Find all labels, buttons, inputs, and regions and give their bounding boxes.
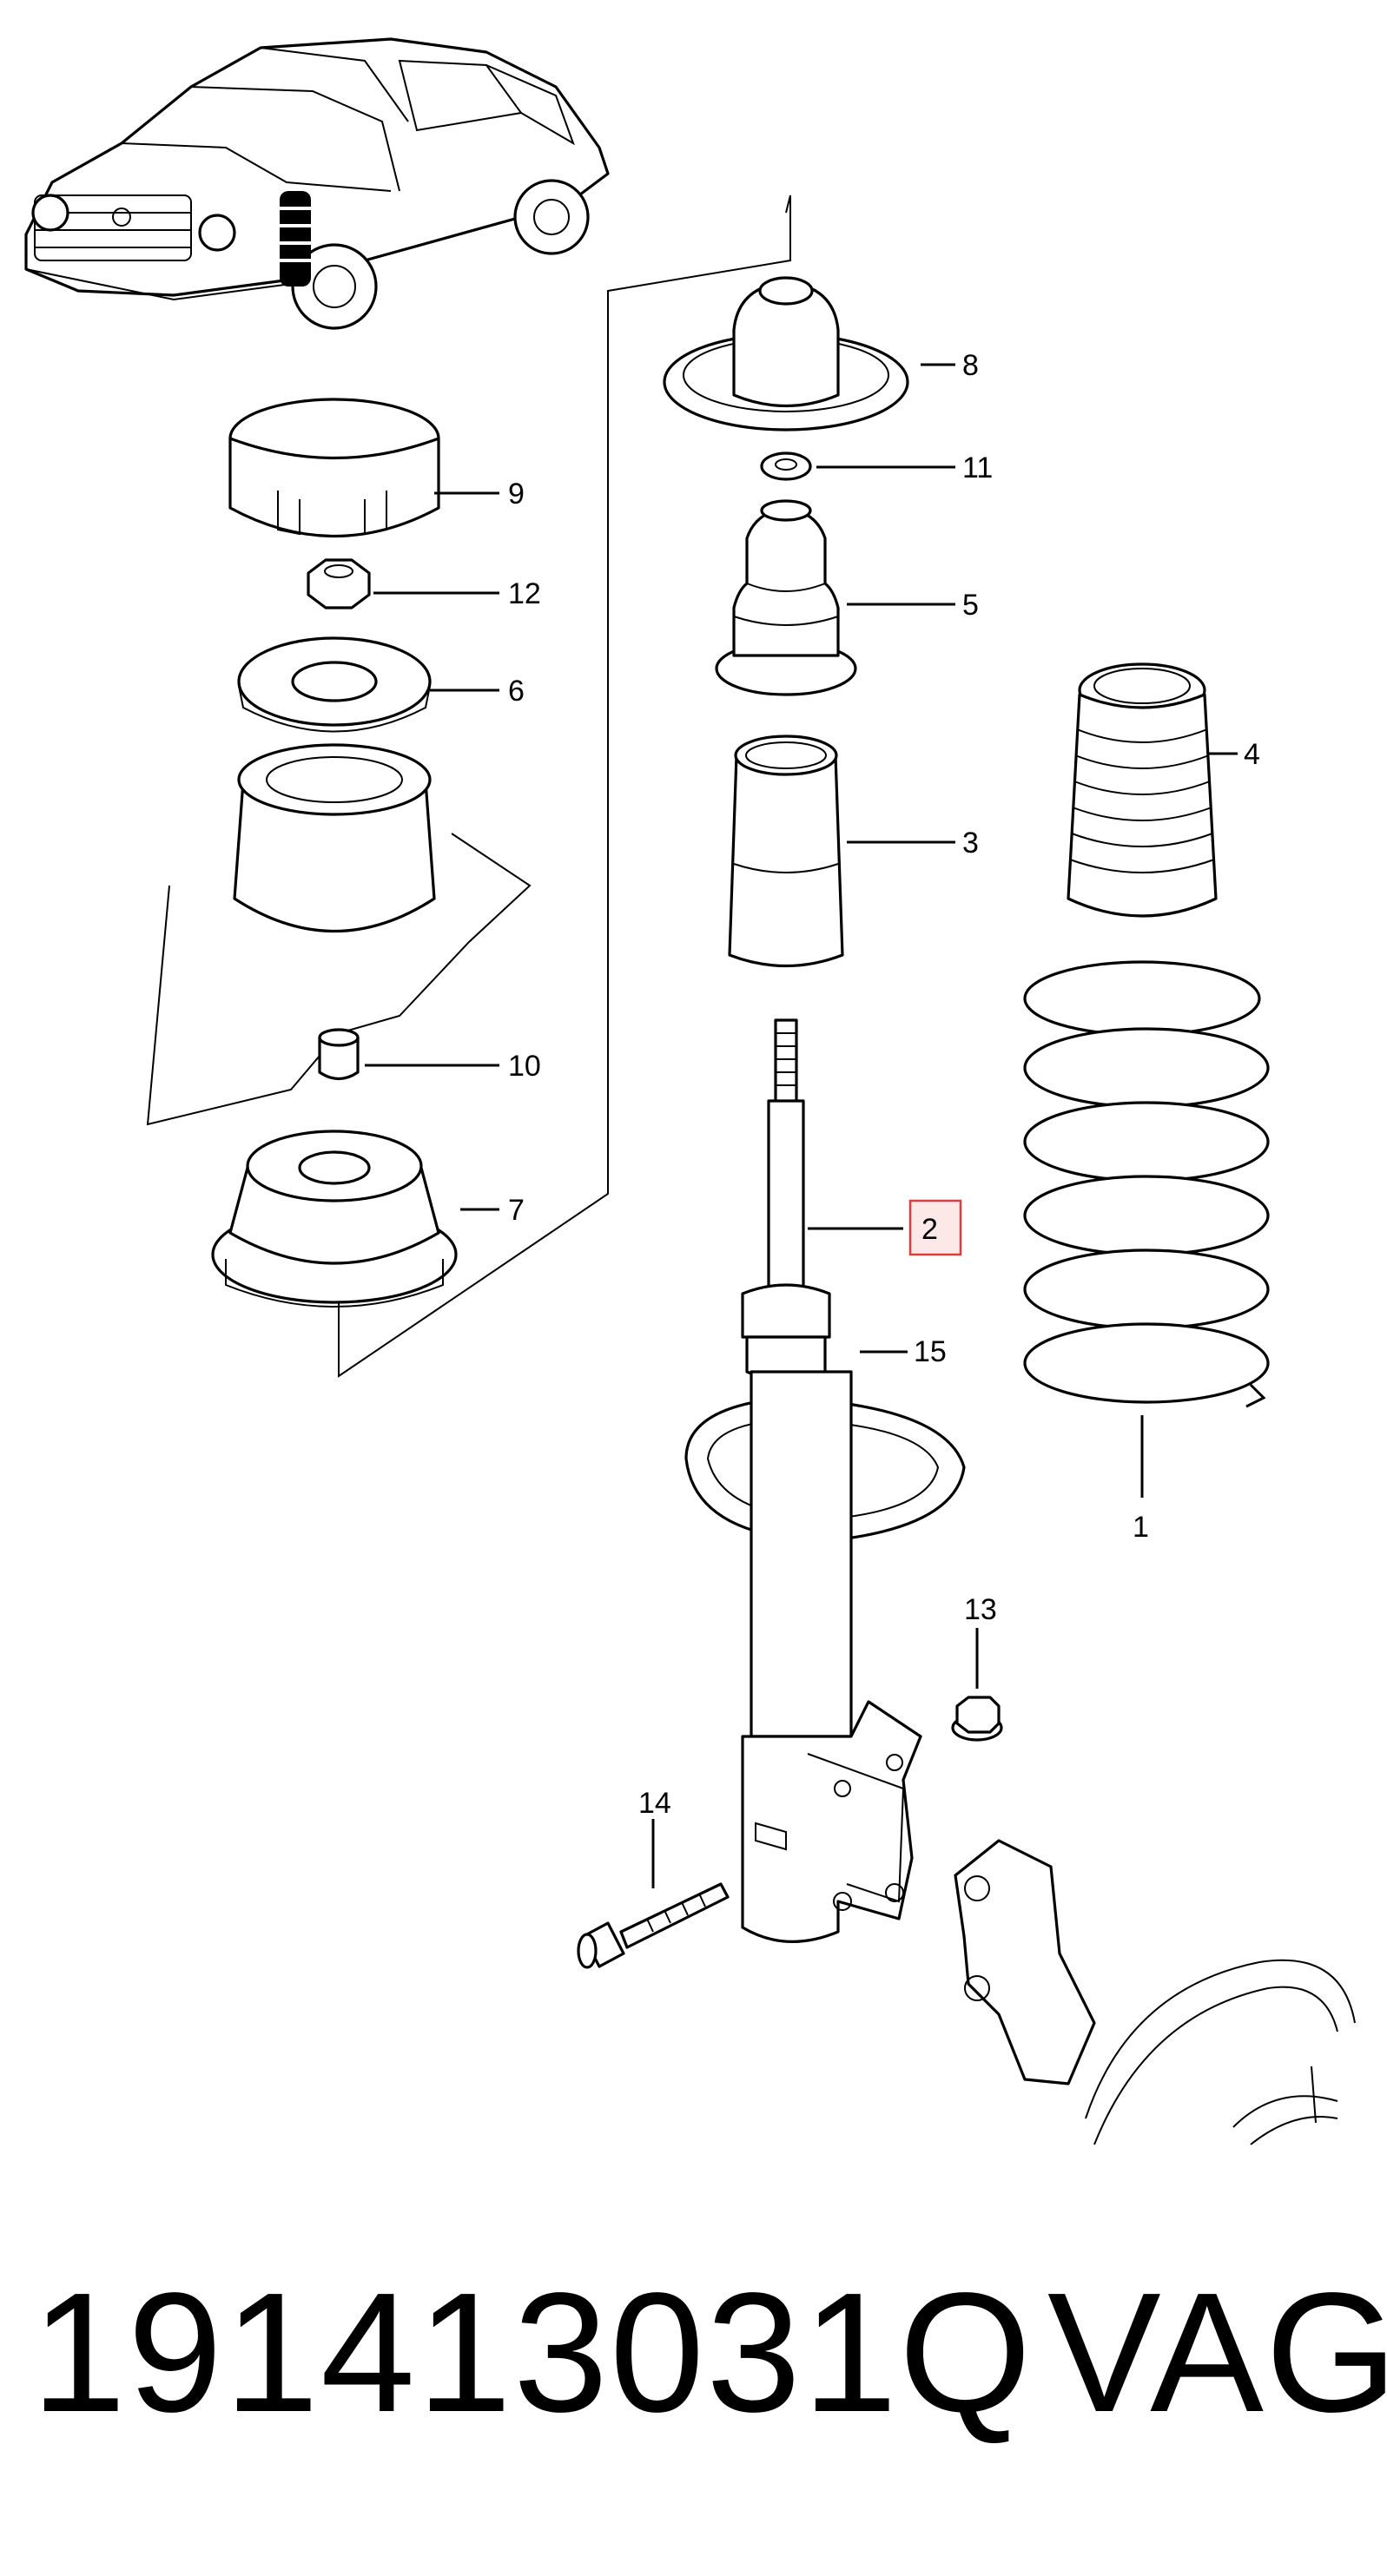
leader-lines	[365, 363, 1238, 1888]
part-2-shock-absorber	[684, 1018, 966, 1943]
part-3-protective-tube	[728, 735, 844, 968]
callout-14: 14	[638, 1787, 671, 1820]
part-7-lower-mount	[211, 1130, 458, 1308]
callout-5: 5	[962, 589, 979, 622]
part-4-dust-boot	[1067, 662, 1218, 918]
callout-15: 15	[914, 1335, 947, 1368]
body-mount-section	[146, 743, 532, 1126]
callout-8: 8	[962, 349, 979, 382]
part-13-flange-nut	[951, 1696, 1003, 1742]
part-5-bump-stop	[715, 499, 857, 696]
callout-3: 3	[962, 827, 979, 860]
callout-9: 9	[508, 478, 525, 511]
part-11-washer	[760, 451, 812, 481]
car-strut-highlight	[278, 191, 313, 287]
callout-1: 1	[1133, 1511, 1149, 1544]
highlight-box-callout-2	[908, 1199, 962, 1256]
part-14-bolt	[577, 1882, 730, 1969]
part-10-sleeve	[318, 1028, 360, 1081]
part-number: 191413031Q	[31, 2257, 1034, 2448]
part-1-coil-spring	[1023, 960, 1270, 1408]
callout-7: 7	[508, 1194, 525, 1227]
callout-4: 4	[1244, 738, 1260, 771]
callout-labels: 8 11 5 3 4 15 1 9 12 6 10 7 13 14 2	[508, 349, 1260, 1820]
steering-knuckle-and-disc	[954, 1839, 1356, 2145]
car-illustration	[24, 37, 610, 330]
callout-6: 6	[508, 675, 525, 708]
part-12-nut	[307, 558, 371, 609]
part-6-bearing-ring	[237, 636, 432, 733]
grouping-bracket	[338, 194, 791, 1378]
callout-13: 13	[964, 1593, 997, 1626]
callout-2: 2	[921, 1213, 938, 1246]
callout-12: 12	[508, 577, 541, 610]
callout-10: 10	[508, 1050, 541, 1083]
caption-bar: 191413031Q VAG	[31, 2249, 1387, 2457]
part-8-strut-mount	[663, 276, 909, 432]
part-9-dust-cap	[228, 398, 440, 537]
brand-name: VAG	[1047, 2257, 1387, 2448]
callout-11: 11	[962, 451, 993, 484]
